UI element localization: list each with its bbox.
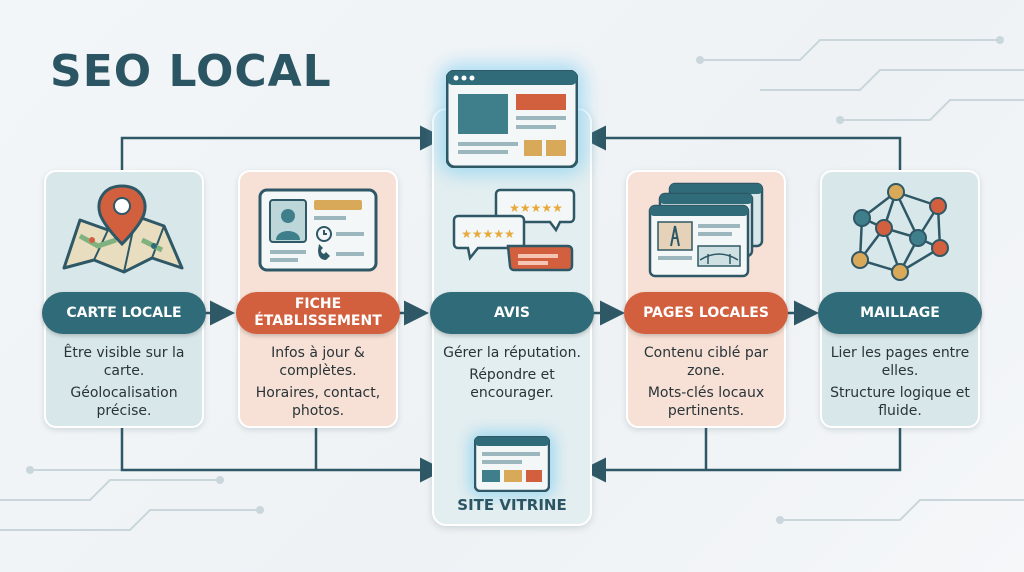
step-label-avis: AVIS <box>430 292 594 334</box>
desc-avis: Gérer la réputation. Répondre et encoura… <box>437 344 587 406</box>
step-label-maillage: MAILLAGE <box>818 292 982 334</box>
desc-line: Horaires, contact, photos. <box>255 385 381 419</box>
connector-bottom-left-1 <box>120 428 445 483</box>
network-icon <box>851 183 949 281</box>
step-label-carte-locale: CARTE LOCALE <box>42 292 206 334</box>
desc-line: Infos à jour & complètes. <box>271 345 365 379</box>
website-icon <box>446 70 578 168</box>
desc-carte-locale: Être visible sur la carte. Géolocalisati… <box>49 344 199 424</box>
svg-text:★★★★★: ★★★★★ <box>509 201 563 215</box>
desc-fiche-etablissement: Infos à jour & complètes. Horaires, cont… <box>243 344 393 424</box>
desc-line: Lier les pages entre elles. <box>830 345 970 379</box>
desc-line: Géolocalisation précise. <box>70 385 178 419</box>
desc-line: Mots-clés locaux pertinents. <box>647 385 765 419</box>
step-label-pages-locales: PAGES LOCALES <box>624 292 788 334</box>
desc-line: Être visible sur la carte. <box>63 345 185 379</box>
connector-top-left <box>120 125 445 170</box>
local-pages-icon <box>648 182 764 278</box>
connector-bottom-right-1 <box>581 428 902 483</box>
desc-line: Répondre et encourager. <box>469 367 555 401</box>
desc-pages-locales: Contenu ciblé par zone. Mots-clés locaux… <box>631 344 781 424</box>
page-title: SEO LOCAL <box>50 46 332 97</box>
desc-line: Contenu ciblé par zone. <box>643 345 769 379</box>
map-pin-icon <box>62 184 184 274</box>
site-vitrine-icon <box>474 436 550 492</box>
desc-maillage: Lier les pages entre elles. Structure lo… <box>825 344 975 424</box>
connector-top-right <box>581 125 902 170</box>
site-vitrine-label: SITE VITRINE <box>457 496 567 514</box>
desc-line: Structure logique et fluide. <box>830 385 970 419</box>
svg-text:★★★★★: ★★★★★ <box>461 227 515 241</box>
review-bubbles-icon: ★★★★★ ★★★★★ <box>452 188 576 272</box>
desc-line: Gérer la réputation. <box>443 345 581 361</box>
business-card-icon <box>258 188 378 272</box>
